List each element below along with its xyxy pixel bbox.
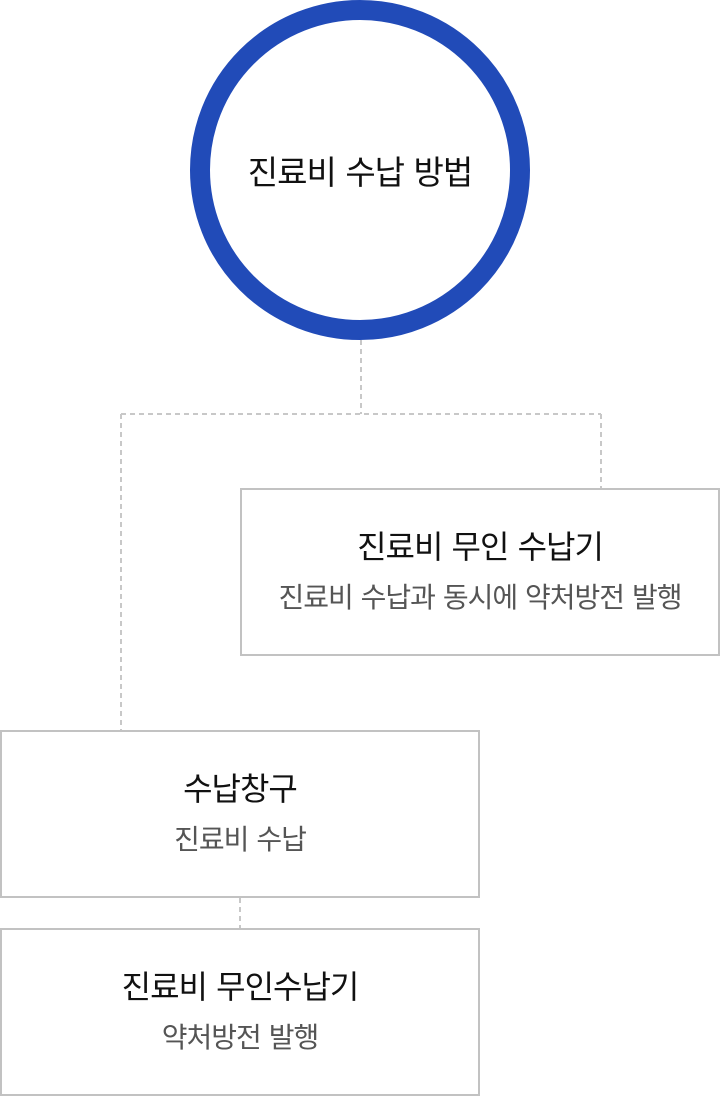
node-kiosk2: 진료비 무인수납기 약처방전 발행: [0, 928, 480, 1096]
node-window-title: 수납창구: [183, 770, 298, 808]
node-kiosk-title: 진료비 무인 수납기: [357, 528, 604, 566]
node-window: 수납창구 진료비 수납: [0, 730, 480, 898]
node-kiosk-description: 진료비 수납과 동시에 약처방전 발행: [278, 581, 682, 614]
root-circle: 진료비 수납 방법: [190, 0, 530, 340]
node-kiosk2-description: 약처방전 발행: [161, 1021, 319, 1054]
root-title: 진료비 수납 방법: [247, 153, 473, 192]
node-window-description: 진료비 수납: [174, 823, 307, 856]
node-kiosk: 진료비 무인 수납기 진료비 수납과 동시에 약처방전 발행: [240, 488, 720, 656]
node-kiosk2-title: 진료비 무인수납기: [121, 968, 360, 1006]
